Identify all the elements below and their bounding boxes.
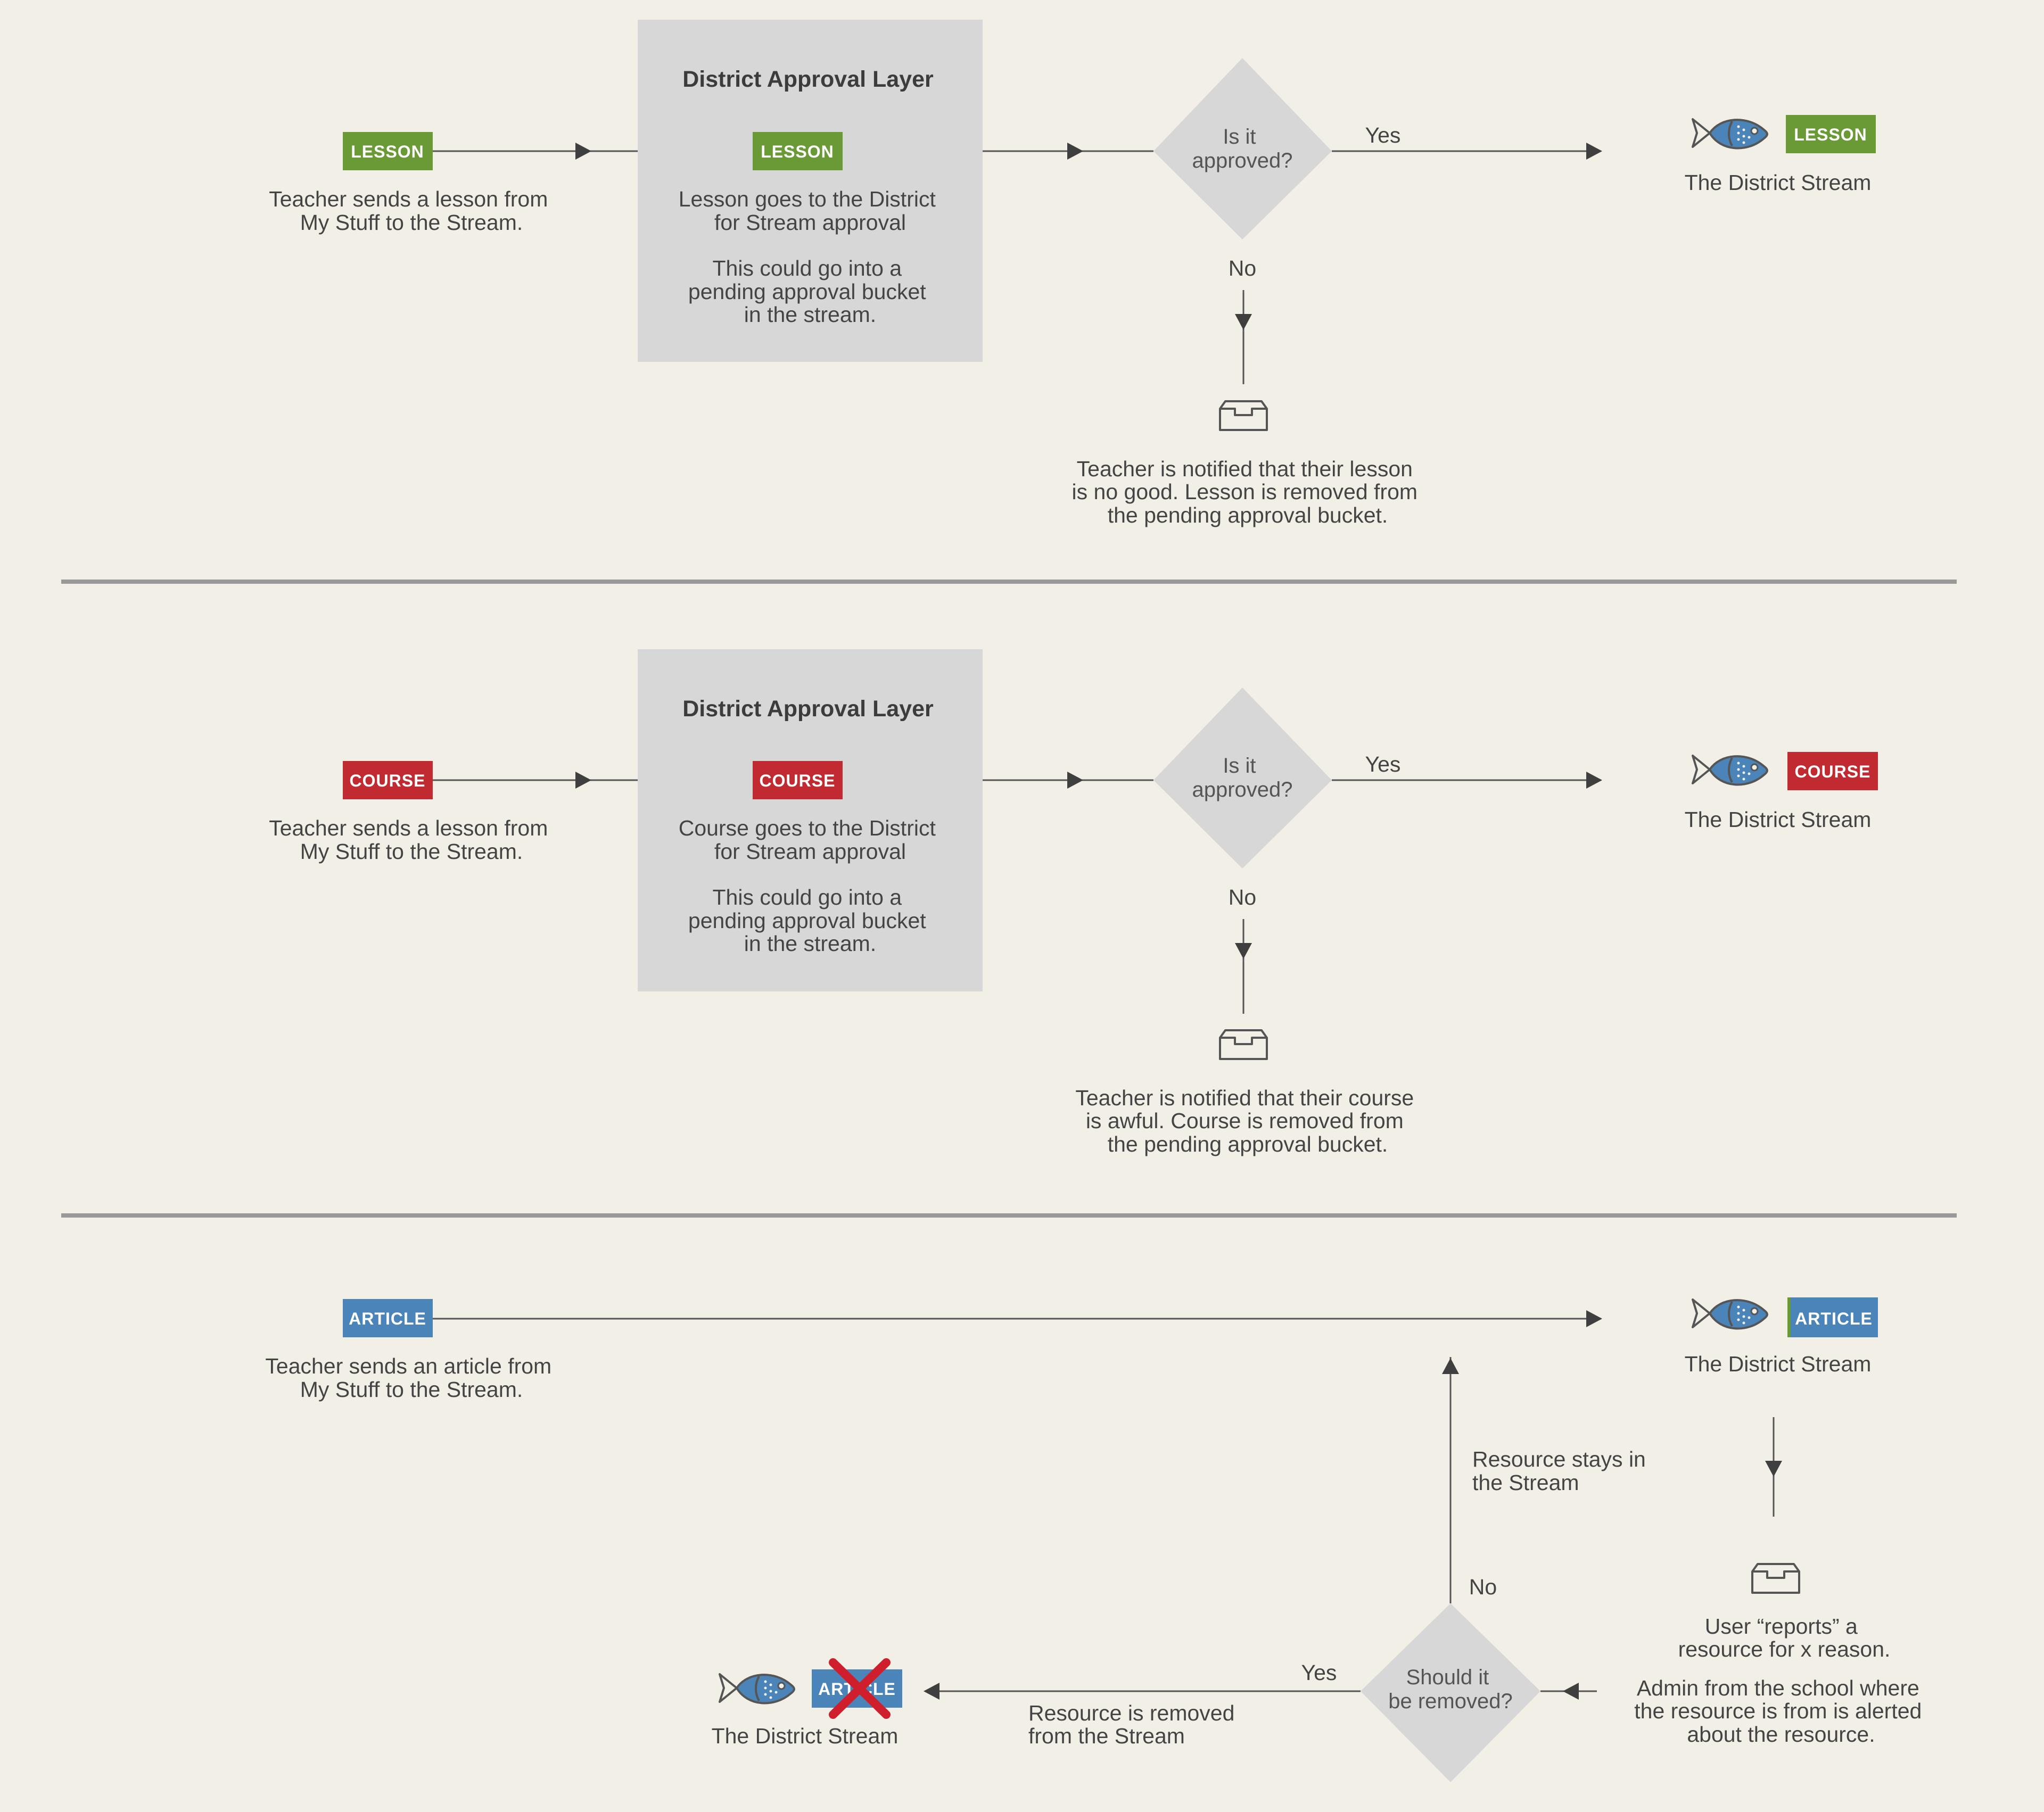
arrowhead — [575, 143, 591, 160]
fish-icon — [1692, 1298, 1768, 1330]
lesson-flow: LESSON Teacher sends a lesson from My St… — [269, 20, 1876, 527]
tag-label: ARTICLE — [1795, 1309, 1873, 1328]
arrowhead — [1442, 1358, 1459, 1374]
target-caption: The District Stream — [1685, 807, 1872, 832]
target-course-tag: COURSE — [1787, 752, 1878, 790]
target-caption: The District Stream — [1685, 170, 1872, 195]
arrowhead — [575, 772, 591, 789]
yes-label: Yes — [1365, 752, 1401, 776]
approval-note: This could go into a pending approval bu… — [688, 885, 932, 956]
arrowhead — [924, 1683, 939, 1700]
report-text: User “reports” a resource for x reason. — [1678, 1614, 1891, 1661]
no-label: No — [1229, 256, 1256, 280]
removed-caption: The District Stream — [712, 1724, 899, 1748]
course-flow: COURSE Teacher sends a lesson from My St… — [269, 649, 1878, 1156]
source-caption: Teacher sends an article from My Stuff t… — [265, 1354, 557, 1402]
admin-alert-text: Admin from the school where the resource… — [1634, 1676, 1927, 1747]
article-flow: ARTICLE Teacher sends an article from My… — [265, 1297, 1927, 1782]
tag-label: COURSE — [350, 771, 426, 790]
approval-course-tag: COURSE — [753, 761, 843, 799]
arrowhead — [1586, 143, 1602, 160]
approval-description: Lesson goes to the District for Stream a… — [679, 187, 942, 235]
source-lesson-tag: LESSON — [343, 132, 433, 170]
district-approval-box — [638, 20, 983, 362]
source-caption: Teacher sends a lesson from My Stuff to … — [269, 187, 554, 235]
arrowhead — [1765, 1461, 1782, 1477]
tag-label: COURSE — [760, 771, 836, 790]
tag-label: LESSON — [761, 142, 834, 161]
source-caption: Teacher sends a lesson from My Stuff to … — [269, 816, 554, 864]
source-course-tag: COURSE — [343, 761, 433, 799]
inbox-tray-icon — [1219, 1029, 1268, 1060]
source-article-tag: ARTICLE — [343, 1299, 433, 1337]
decision-question: Should it be removed? — [1388, 1666, 1512, 1713]
inbox-tray-icon — [1219, 400, 1268, 431]
arrowhead — [1235, 943, 1252, 959]
arrowhead — [1586, 772, 1602, 789]
no-label: No — [1469, 1575, 1497, 1599]
decision-diamond — [1153, 688, 1332, 868]
approval-box-title: District Approval Layer — [682, 67, 934, 92]
target-lesson-tag: LESSON — [1786, 115, 1876, 153]
rejection-text: Teacher is notified that their course is… — [1075, 1086, 1420, 1156]
target-caption: The District Stream — [1685, 1352, 1872, 1376]
no-label: No — [1229, 885, 1256, 909]
arrowhead — [1235, 314, 1252, 330]
removed-text: Resource is removed from the Stream — [1028, 1701, 1241, 1748]
tag-label: LESSON — [351, 142, 424, 161]
fish-icon — [1692, 118, 1768, 150]
approval-description: Course goes to the District for Stream a… — [679, 816, 942, 864]
decision-question: Is it approved? — [1192, 754, 1292, 801]
tag-label: ARTICLE — [349, 1309, 426, 1328]
arrowhead — [1067, 143, 1083, 160]
approval-lesson-tag: LESSON — [753, 132, 843, 170]
fish-icon — [1692, 755, 1768, 786]
stays-text: Resource stays in the Stream — [1472, 1447, 1652, 1495]
arrowhead — [1586, 1310, 1602, 1327]
decision-question: Is it approved? — [1192, 125, 1292, 172]
yes-label: Yes — [1301, 1660, 1337, 1685]
tag-label: LESSON — [1794, 125, 1867, 144]
decision-diamond — [1153, 58, 1332, 239]
fish-icon — [719, 1673, 795, 1705]
approval-note: This could go into a pending approval bu… — [688, 256, 932, 327]
rejection-text: Teacher is notified that their lesson is… — [1072, 457, 1424, 527]
arrowhead — [1067, 772, 1083, 789]
tag-label: COURSE — [1795, 762, 1871, 781]
inbox-tray-icon — [1751, 1563, 1800, 1594]
target-article-tag: ARTICLE — [1787, 1297, 1878, 1337]
approval-box-title: District Approval Layer — [682, 696, 934, 722]
red-x-icon — [829, 1658, 891, 1719]
yes-label: Yes — [1365, 123, 1401, 147]
decision-diamond — [1361, 1603, 1540, 1782]
district-approval-box — [638, 649, 983, 991]
arrowhead — [1563, 1683, 1579, 1700]
